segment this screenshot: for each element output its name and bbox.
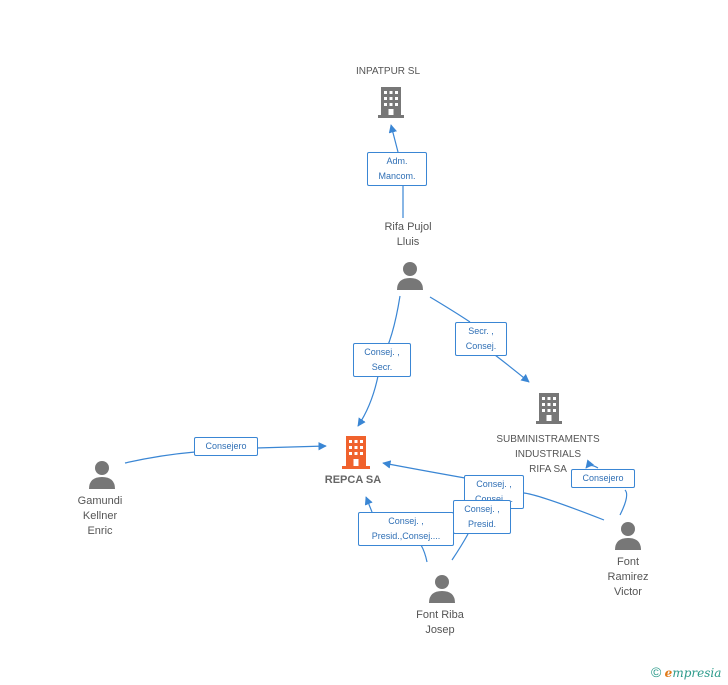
- person-label-font-riba: Font Riba Josep: [416, 609, 464, 636]
- building-icon[interactable]: [533, 391, 565, 430]
- relation-label-consej-presid[interactable]: Consej. , Presid.: [453, 500, 511, 534]
- person-icon[interactable]: [428, 574, 456, 609]
- edge-rifa-to-subministraments: [429, 296, 529, 382]
- person-icon[interactable]: [396, 261, 424, 296]
- person-label-font-ramirez: Font Ramirez Victor: [607, 556, 649, 598]
- edge-ramirez-to-subministraments: [586, 466, 628, 516]
- brand-e: e: [664, 666, 673, 680]
- main-building-icon[interactable]: [339, 434, 373, 475]
- building-icon[interactable]: [375, 85, 407, 124]
- company-label-inpatpur: INPATPUR SL: [355, 66, 421, 77]
- person-label-rifa-pujol: Rifa Pujol Lluis: [384, 221, 432, 248]
- brand-name: mpresia: [672, 666, 722, 680]
- relation-label-consej-secr[interactable]: Consej. , Secr.: [353, 343, 411, 377]
- relation-label-consej-presid-consej[interactable]: Consej. , Presid.,Consej....: [358, 512, 454, 546]
- copyright-symbol: ©: [651, 664, 662, 680]
- relation-label-consejero[interactable]: Consejero: [194, 437, 258, 456]
- edge-riba-to-repca: [366, 497, 428, 563]
- edge-rifa-to-inpatpur: [391, 125, 404, 218]
- person-label-gamundi: Gamundi Kellner Enric: [77, 495, 123, 537]
- person-icon[interactable]: [88, 460, 116, 495]
- brand-logo: © empresia: [651, 664, 721, 680]
- edge-gamundi-to-repca: [124, 446, 326, 464]
- relation-label-consejero[interactable]: Consejero: [571, 469, 635, 488]
- main-company-label: REPCA SA: [324, 474, 382, 486]
- person-icon[interactable]: [614, 521, 642, 556]
- relation-label-secr-consej[interactable]: Secr. , Consej.: [455, 322, 507, 356]
- company-label-subministraments: SUBMINISTRAMENTS INDUSTRIALS RIFA SA: [496, 434, 600, 475]
- relation-label-adm-mancom[interactable]: Adm. Mancom.: [367, 152, 427, 186]
- edge-ramirez-to-repca: [383, 463, 605, 521]
